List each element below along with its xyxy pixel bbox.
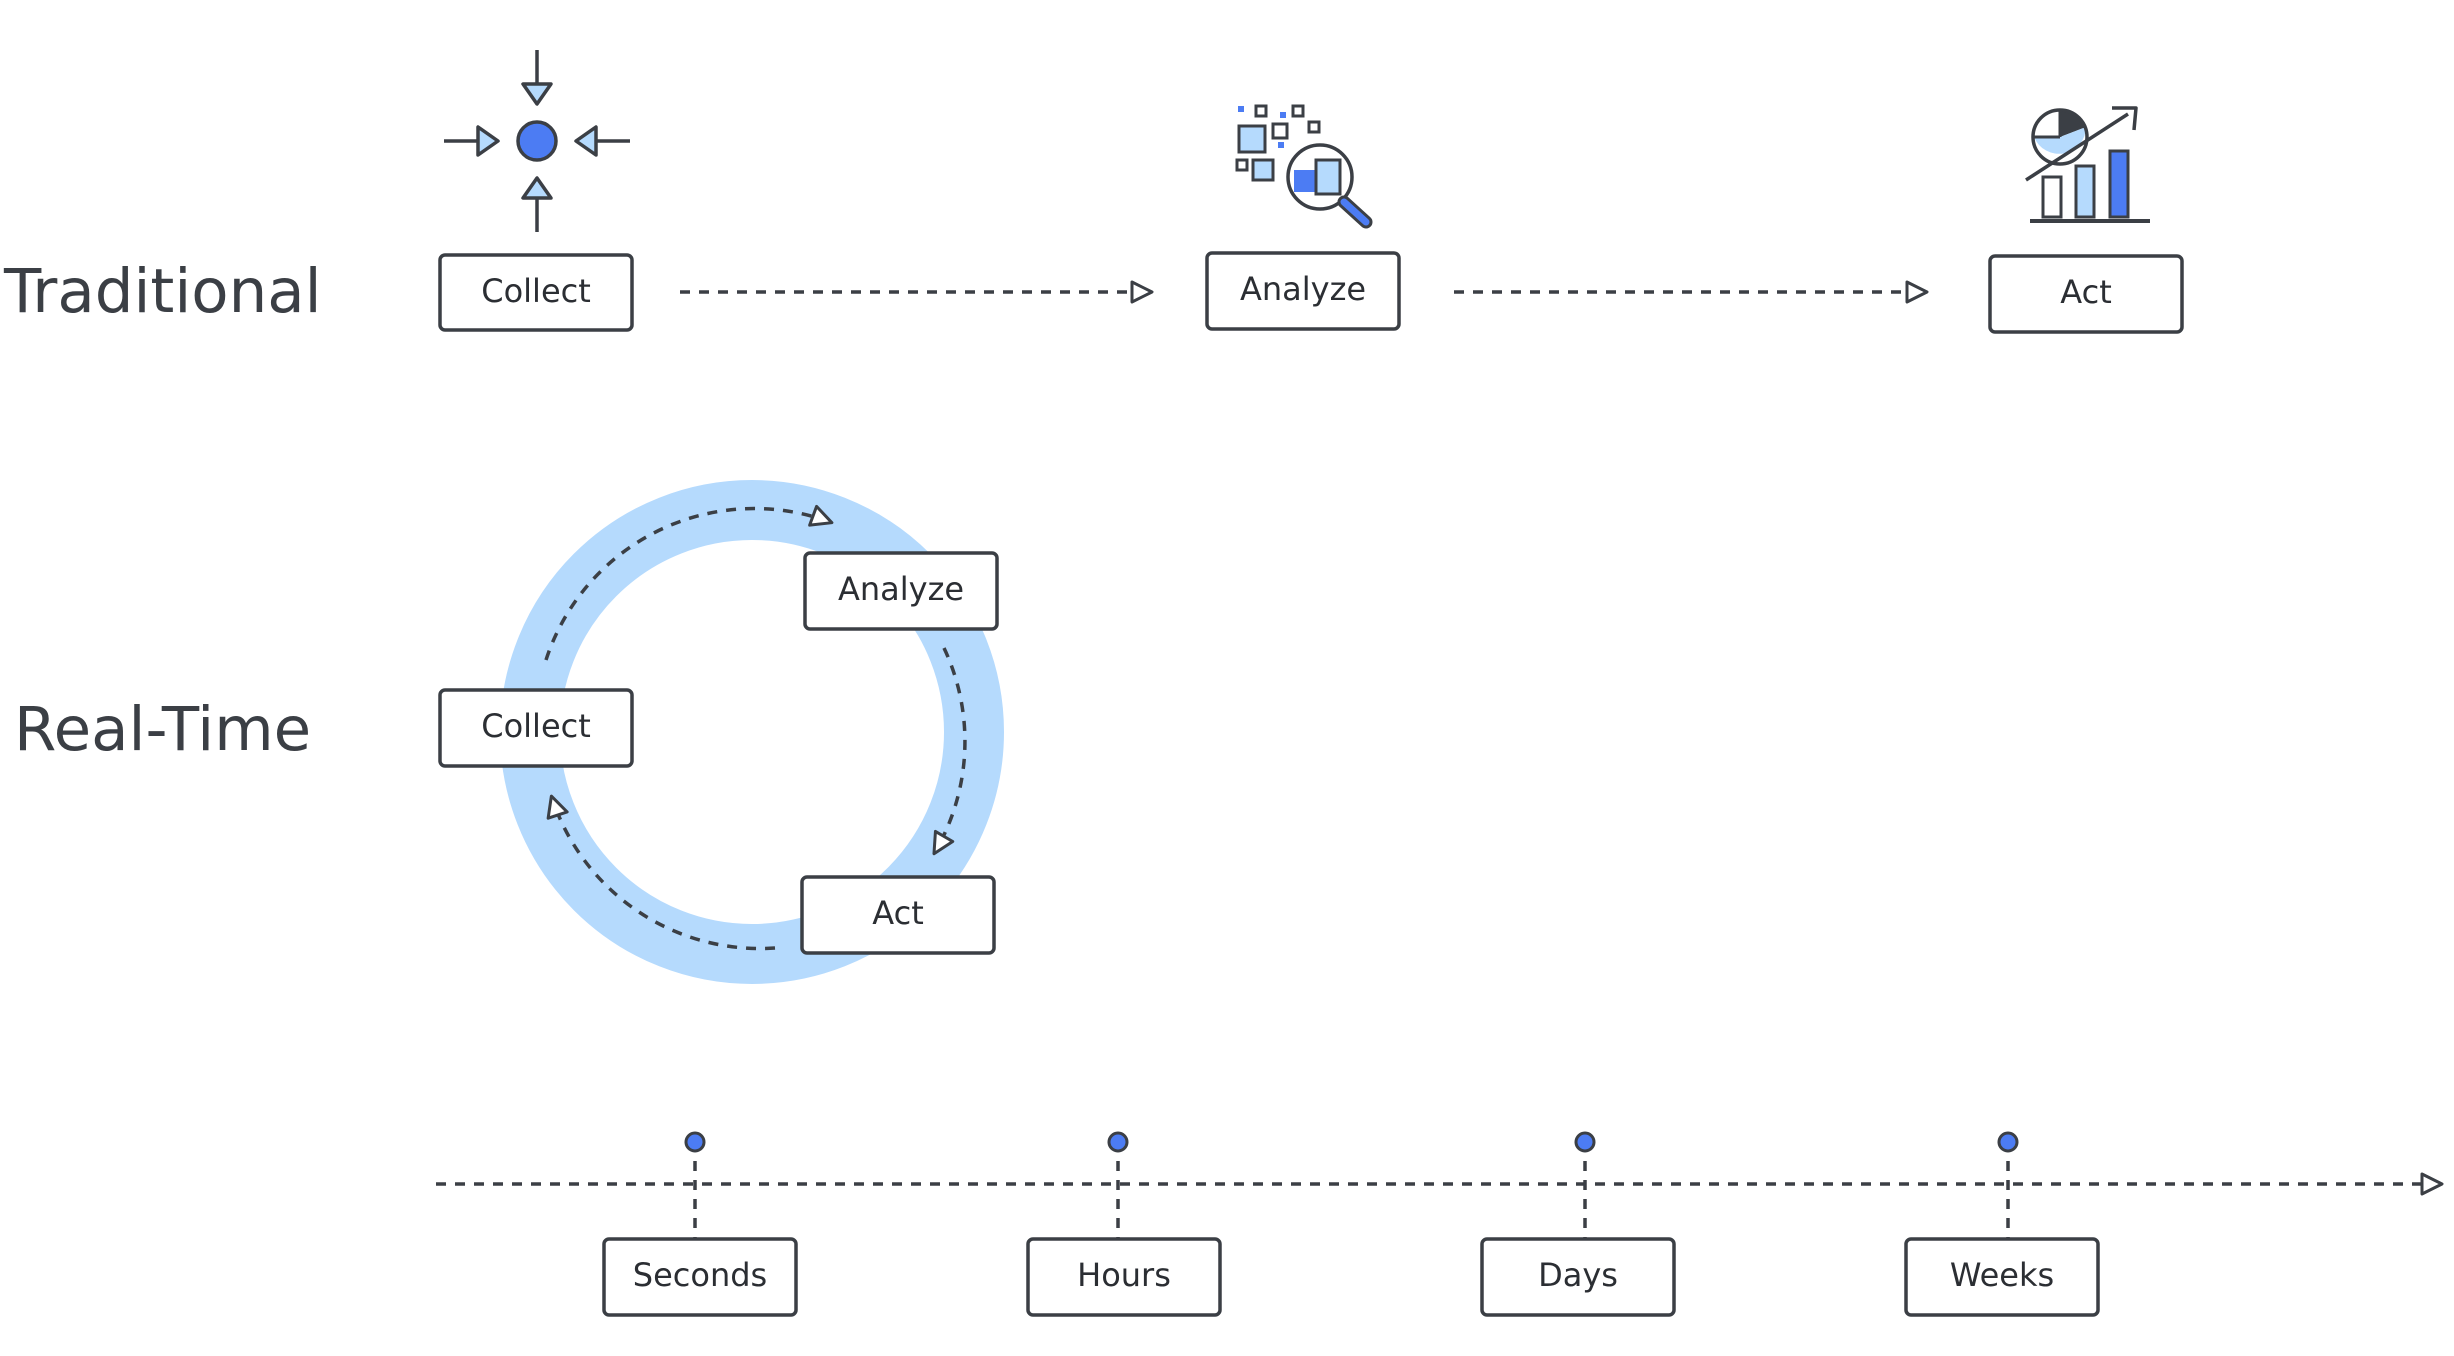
traditional-step-act-label: Act: [2060, 273, 2111, 311]
data-magnifier-icon: [1235, 104, 1373, 229]
timeline-tick-days: Days: [1480, 1131, 1676, 1317]
cycle-arrow-collect-to-analyze: [544, 504, 834, 661]
cycle-arrow-act-to-collect: [546, 794, 776, 951]
timeline-tick-weeks: Weeks: [1904, 1131, 2100, 1317]
traditional-step-collect-label: Collect: [481, 272, 591, 310]
timeline-label-weeks: Weeks: [1950, 1256, 2054, 1294]
realtime-step-collect: Collect: [438, 688, 634, 768]
cycle-arrow-analyze-to-act: [932, 647, 967, 856]
traditional-step-analyze-label: Analyze: [1240, 270, 1366, 308]
traditional-step-collect: Collect: [438, 253, 634, 332]
traditional-step-analyze: Analyze: [1205, 251, 1401, 331]
timeline-label-days: Days: [1538, 1256, 1618, 1294]
timeline-label-hours: Hours: [1077, 1256, 1171, 1294]
timeline-label-seconds: Seconds: [633, 1256, 767, 1294]
traditional-step-act: Act: [1988, 254, 2184, 334]
realtime-step-analyze: Analyze: [803, 551, 999, 631]
realtime-step-collect-label: Collect: [481, 707, 591, 745]
timeline-tick-seconds: Seconds: [602, 1131, 798, 1317]
realtime-step-analyze-label: Analyze: [838, 570, 964, 608]
row-label-realtime: Real-Time: [14, 694, 311, 765]
timeline-tick-hours: Hours: [1026, 1131, 1222, 1317]
realtime-step-act-label: Act: [872, 894, 923, 932]
chart-growth-icon: [2025, 106, 2150, 223]
realtime-step-act: Act: [800, 875, 996, 955]
row-label-traditional: Traditional: [3, 256, 322, 327]
collect-arrows-icon: [444, 50, 630, 232]
